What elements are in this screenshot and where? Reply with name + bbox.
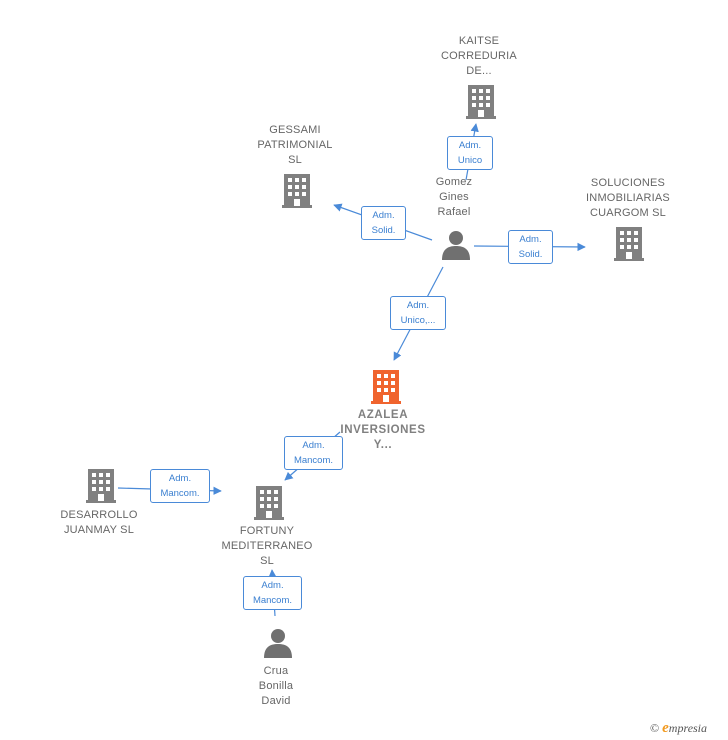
edge-label-gomez-gessami: Adm. Solid. xyxy=(361,206,406,240)
building-icon[interactable] xyxy=(282,174,312,208)
node-label-crua[interactable]: Crua Bonilla David xyxy=(258,665,294,707)
node-label-kaitse[interactable]: KAITSE CORREDURIA DE... xyxy=(441,35,517,77)
person-icon[interactable] xyxy=(264,629,292,658)
node-label-gessami[interactable]: GESSAMI PATRIMONIAL SL xyxy=(257,124,333,166)
node-label-gomez[interactable]: Gomez Gines Rafael xyxy=(435,176,473,218)
brand-logo-text: mpresia xyxy=(668,721,708,735)
edge-label-azalea-fortuny: Adm. Mancom. xyxy=(284,436,343,470)
node-label-desarrollo[interactable]: DESARROLLO JUANMAY SL xyxy=(60,509,138,536)
brand-logo-initial: e xyxy=(662,720,669,736)
node-label-fortuny[interactable]: FORTUNY MEDITERRANEO SL xyxy=(221,525,313,567)
edge-label-gomez-kaitse: Adm. Unico xyxy=(447,136,493,170)
node-label-soluciones[interactable]: SOLUCIONES INMOBILIARIAS CUARGOM SL xyxy=(586,177,670,219)
node-label-azalea[interactable]: AZALEA INVERSIONES Y... xyxy=(340,409,426,451)
person-icon[interactable] xyxy=(442,231,470,260)
building-icon[interactable] xyxy=(86,469,116,503)
building-icon[interactable] xyxy=(466,85,496,119)
edge-label-gomez-azalea: Adm. Unico,... xyxy=(390,296,446,330)
building-icon[interactable] xyxy=(371,370,401,404)
edge-label-crua-fortuny: Adm. Mancom. xyxy=(243,576,302,610)
footer-brand: © empresia xyxy=(650,720,707,737)
edge-label-desarrollo-fortuny: Adm. Mancom. xyxy=(150,469,210,503)
copyright-symbol: © xyxy=(650,721,660,735)
edge-label-gomez-soluciones: Adm. Solid. xyxy=(508,230,553,264)
building-icon[interactable] xyxy=(614,227,644,261)
building-icon[interactable] xyxy=(254,486,284,520)
